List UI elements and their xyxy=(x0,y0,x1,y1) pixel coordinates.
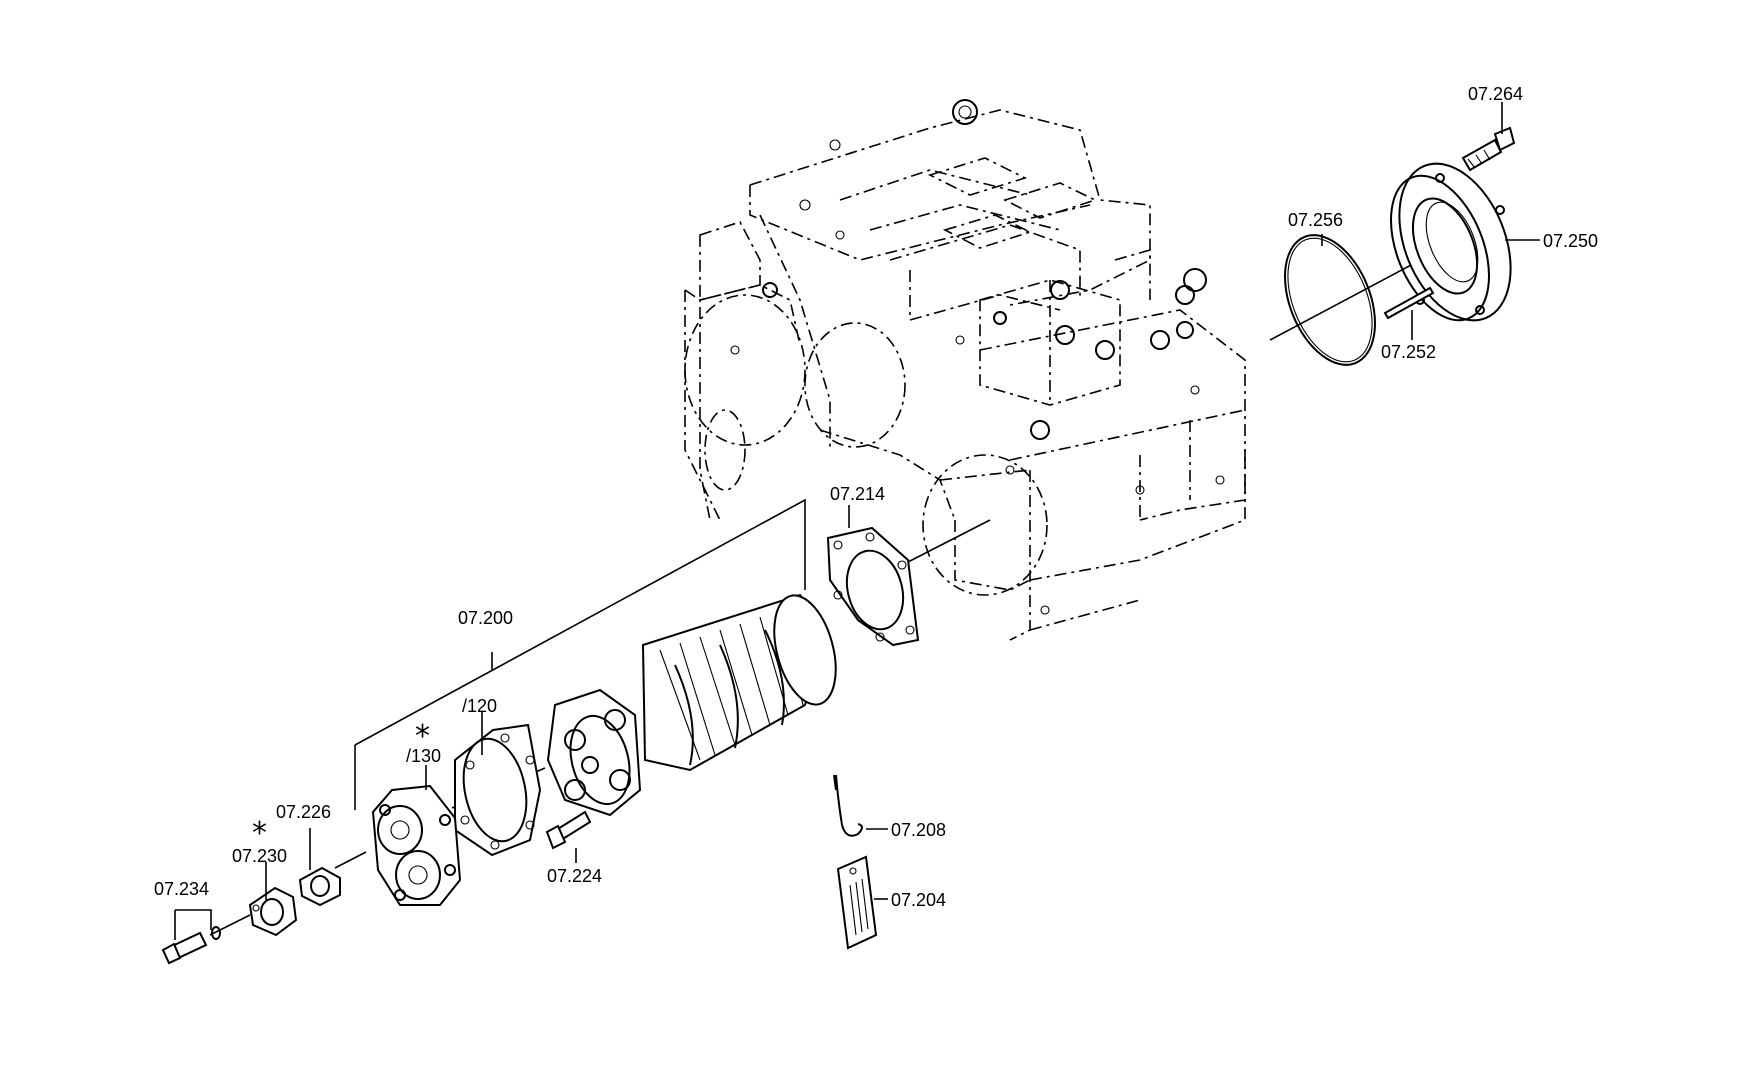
label-07-250: 07.250 xyxy=(1543,231,1598,251)
part-07-224-bolt xyxy=(545,810,592,850)
label-07-234: 07.234 xyxy=(154,879,209,899)
label-07-264: 07.264 xyxy=(1468,84,1523,104)
label-07-214: 07.214 xyxy=(830,484,885,504)
label-07-256: 07.256 xyxy=(1288,210,1343,230)
label-07-224: 07.224 xyxy=(547,866,602,886)
label-07-252: 07.252 xyxy=(1381,342,1436,362)
label-07-208: 07.208 xyxy=(891,820,946,840)
label-07-204: 07.204 xyxy=(891,890,946,910)
part-07-214-gasket xyxy=(826,526,920,647)
part-07-230-flange xyxy=(248,886,298,937)
asterisk-130: * xyxy=(415,719,430,754)
part-07-264-bolt xyxy=(1461,126,1516,172)
leader-lines xyxy=(174,102,1540,940)
label-07-200: 07.200 xyxy=(458,608,513,628)
part-130-cover-plate xyxy=(371,784,462,906)
part-07-208-wire-clip xyxy=(833,774,863,837)
part-labels: 07.264 07.256 07.250 07.252 07.214 07.20… xyxy=(154,84,1598,910)
asterisk-230: * xyxy=(252,816,267,851)
part-07-200-filter-element xyxy=(546,593,837,817)
part-07-226-gasket xyxy=(298,866,341,907)
part-120-gasket xyxy=(454,723,542,857)
transmission-housing xyxy=(684,99,1246,641)
label-07-230: 07.230 xyxy=(232,846,287,866)
label-07-226: 07.226 xyxy=(276,802,331,822)
part-07-252-pin xyxy=(1383,286,1435,320)
part-07-204-nameplate xyxy=(836,855,878,950)
label-130: /130 xyxy=(406,746,441,766)
part-07-250-cover xyxy=(1390,162,1512,322)
label-120: /120 xyxy=(462,696,497,716)
part-07-256-o-ring xyxy=(1284,234,1376,366)
part-07-234-bolt-and-washer xyxy=(161,926,221,965)
